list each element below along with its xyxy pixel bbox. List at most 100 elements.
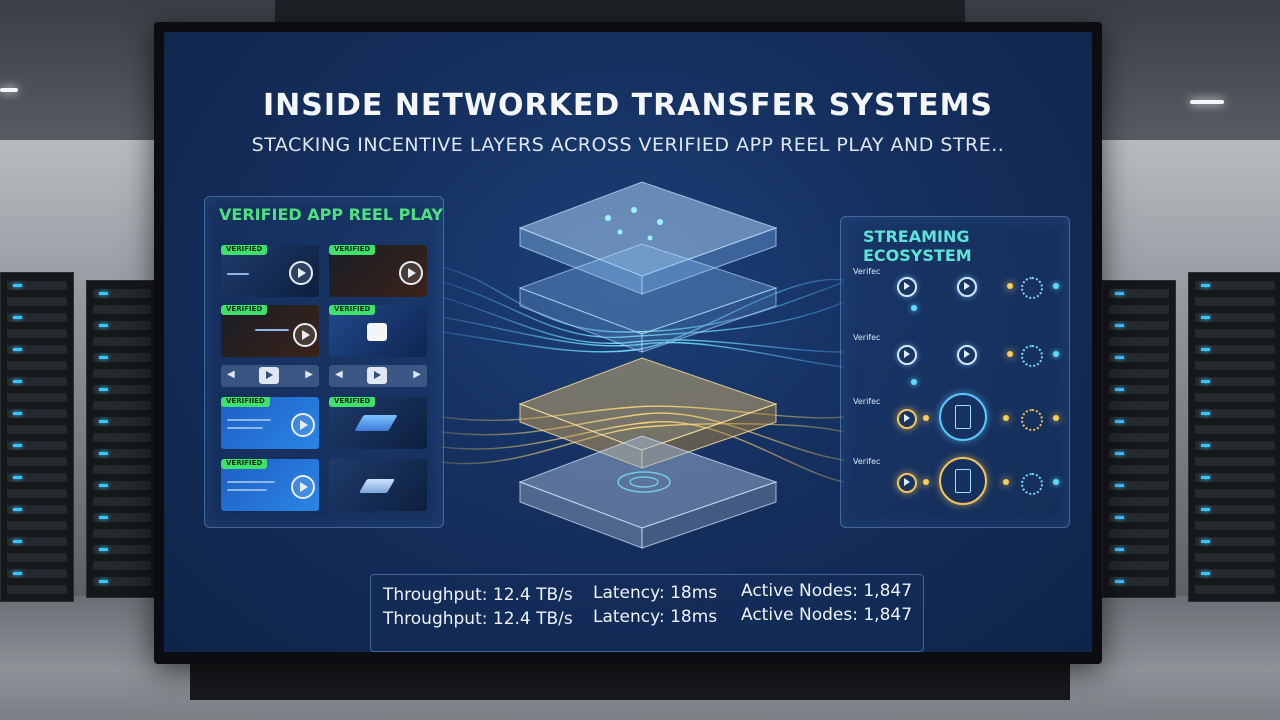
card-text-line [255, 329, 289, 331]
hub-icon [1021, 409, 1043, 431]
rack-slot [93, 513, 151, 522]
status-led [1115, 516, 1124, 519]
streaming-ecosystem-panel: STREAMING ECOSYSTEM Verifec Verifec Veri… [840, 216, 1070, 528]
panel-title-right: STREAMING ECOSYSTEM [863, 227, 972, 265]
rack-slot [1109, 481, 1169, 490]
status-led [99, 452, 108, 455]
play-node-icon[interactable] [897, 277, 917, 297]
card-text-line [227, 489, 267, 491]
play-icon[interactable] [291, 413, 315, 437]
status-led [13, 476, 22, 479]
rack-slot [7, 585, 67, 594]
rack-slot [93, 353, 151, 362]
status-led [13, 284, 22, 287]
rack-slot [7, 313, 67, 322]
rack-slot [1195, 361, 1275, 370]
play-node-icon[interactable] [957, 345, 977, 365]
status-led [1201, 380, 1210, 383]
play-icon[interactable] [367, 323, 387, 341]
verified-badge: VERIFIED [221, 305, 268, 315]
rack-slot [1195, 489, 1275, 498]
active-nodes-stat: Active Nodes: 1,847 [741, 581, 913, 601]
rack-slot [7, 393, 67, 402]
rack-slot [7, 425, 67, 434]
chevron-left-icon[interactable]: ◀ [227, 369, 235, 380]
verified-badge: VERIFIIED [221, 397, 270, 407]
status-led [1201, 348, 1210, 351]
play-icon[interactable] [291, 475, 315, 499]
play-icon[interactable] [367, 367, 387, 384]
throughput-stat: Throughput: 12.4 TB/s [383, 585, 573, 605]
reel-card[interactable]: VERIFIED [221, 245, 319, 297]
status-led [1115, 452, 1124, 455]
rack-slot [7, 553, 67, 562]
ceiling-light [0, 88, 18, 92]
rack-slot [93, 401, 151, 410]
reel-card[interactable]: VERIFIED [329, 305, 427, 357]
ceiling-light [1190, 100, 1224, 104]
reel-card[interactable]: VERIFIIED [221, 397, 319, 449]
rack-slot [7, 441, 67, 450]
status-led [13, 540, 22, 543]
server-rack-left [0, 272, 74, 602]
rack-slot [1195, 409, 1275, 418]
status-led [1201, 284, 1210, 287]
status-led [1201, 572, 1210, 575]
layer-stack-graphic [518, 181, 778, 549]
status-led [1115, 292, 1124, 295]
rack-slot [1109, 337, 1169, 346]
play-icon[interactable] [399, 261, 423, 285]
row-label: Verifec [853, 397, 881, 406]
server-rack-right [1188, 272, 1280, 602]
reel-card[interactable]: VERIFIED [329, 397, 427, 449]
reel-scrubber[interactable]: ◀ ▶ [221, 365, 319, 387]
rack-slot [7, 489, 67, 498]
verified-badge: VERIFIED [329, 397, 376, 407]
reel-card[interactable] [329, 459, 427, 511]
signal-dot [1003, 415, 1009, 421]
status-led [99, 292, 108, 295]
status-led [1115, 388, 1124, 391]
throughput-stat: Throughput: 12.4 TB/s [383, 609, 573, 629]
rack-slot [1109, 465, 1169, 474]
rack-slot [1195, 297, 1275, 306]
rack-slot [93, 289, 151, 298]
rack-slot [1109, 401, 1169, 410]
stats-bar: Throughput: 12.4 TB/s Throughput: 12.4 T… [370, 574, 924, 652]
rack-slot [1109, 433, 1169, 442]
rack-slot [1195, 377, 1275, 386]
reel-card[interactable]: VERIFIED [221, 305, 319, 357]
play-node-icon[interactable] [897, 473, 917, 493]
status-led [1115, 548, 1124, 551]
status-led [13, 316, 22, 319]
verified-app-reel-panel: VERIFIED APP REEL PLAY VERIFIED VERIFIED… [204, 196, 444, 528]
card-text-line [227, 481, 275, 483]
chevron-left-icon[interactable]: ◀ [335, 369, 343, 380]
device-icon[interactable] [939, 393, 987, 441]
rack-slot [1109, 289, 1169, 298]
play-icon[interactable] [293, 323, 317, 347]
rack-slot [93, 385, 151, 394]
play-icon[interactable] [259, 367, 279, 384]
rack-slot [1195, 393, 1275, 402]
reel-scrubber[interactable]: ◀ ▶ [329, 365, 427, 387]
play-node-icon[interactable] [897, 345, 917, 365]
play-node-icon[interactable] [957, 277, 977, 297]
rack-slot [1195, 281, 1275, 290]
rack-slot [7, 281, 67, 290]
reel-card[interactable]: VERIFIED [221, 459, 319, 511]
verified-badge: VERIFIED [329, 245, 376, 255]
rack-slot [1195, 313, 1275, 322]
play-node-icon[interactable] [897, 409, 917, 429]
rack-slot [7, 329, 67, 338]
status-led [99, 484, 108, 487]
signal-dot [1053, 351, 1059, 357]
play-icon[interactable] [289, 261, 313, 285]
chevron-right-icon[interactable]: ▶ [413, 369, 421, 380]
device-icon[interactable] [939, 457, 987, 505]
rack-slot [1195, 553, 1275, 562]
rack-slot [1195, 521, 1275, 530]
chevron-right-icon[interactable]: ▶ [305, 369, 313, 380]
reel-card[interactable]: VERIFIED [329, 245, 427, 297]
rack-slot [7, 537, 67, 546]
